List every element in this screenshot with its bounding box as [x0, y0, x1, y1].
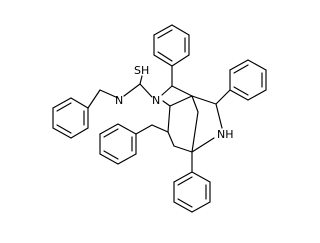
benzyl-phenyl-ring	[52, 97, 89, 139]
thiol-label: SH	[134, 64, 149, 77]
bridge-n-label: N	[152, 94, 160, 107]
bicyclic-core-bonds	[151, 85, 223, 153]
thioamide-bonds	[123, 75, 153, 98]
ring-nh-label: NH	[217, 128, 234, 141]
right-phenyl-ring	[215, 59, 267, 105]
bottom-phenyl-ring	[173, 151, 211, 213]
benzyl-ch2-bonds	[87, 89, 119, 109]
chemical-structure-diagram: SH N N NH	[52, 24, 267, 213]
left-phenyl-ring	[99, 123, 153, 165]
top-phenyl-ring	[153, 24, 190, 87]
amide-n-label: N	[115, 94, 123, 107]
